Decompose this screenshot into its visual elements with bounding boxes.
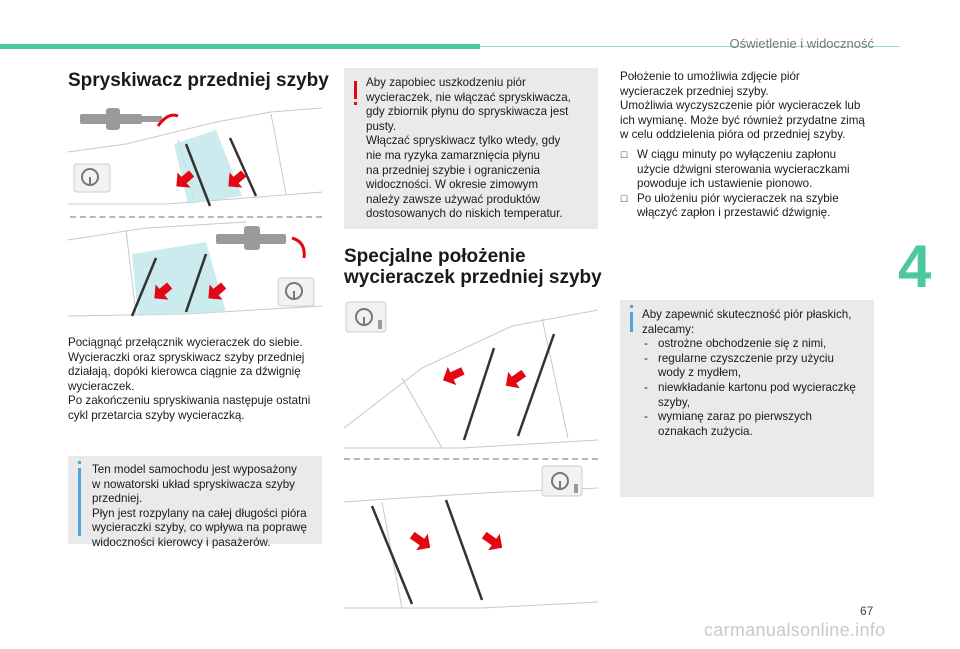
- steering-wheel-icon-2: [277, 277, 315, 307]
- recommendation-list: ostrożne obchodzenie się z nimi, regular…: [642, 337, 870, 439]
- illustration-separator: [70, 216, 322, 218]
- special-position-illustration-bottom: [343, 465, 598, 609]
- header-divider: [480, 46, 900, 47]
- steering-wheel-icon-3: [345, 301, 387, 333]
- step-item: Po ułożeniu piór wycieraczek na szybie w…: [620, 192, 884, 221]
- left-heading: Spryskiwacz przedniej szyby: [68, 70, 329, 91]
- info-icon-2: [630, 305, 633, 332]
- warning-box: Aby zapobiec uszkodzeniu piór wycieracze…: [344, 68, 598, 229]
- info-box-right: Aby zapewnić skuteczność piór płaskich, …: [620, 300, 874, 497]
- washer-illustration-top: [67, 107, 322, 207]
- left-paragraph: Pociągnąć przełącznik wycieraczek do sie…: [68, 336, 311, 422]
- right-paragraph: Położenie to umożliwia zdjęcie piór wyci…: [620, 70, 865, 142]
- watermark: carmanualsonline.info: [704, 620, 886, 640]
- steering-wheel-icon: [73, 163, 111, 193]
- middle-heading: Specjalne położenie wycieraczek przednie…: [344, 246, 602, 288]
- page-number: 67: [860, 604, 874, 618]
- steps-list: W ciągu minuty po wyłączeniu zapłonu uży…: [620, 148, 884, 221]
- info-icon: [78, 461, 81, 536]
- step-item: W ciągu minuty po wyłączeniu zapłonu uży…: [620, 148, 884, 192]
- header-accent-bar: [0, 44, 480, 49]
- special-position-illustration-top: [343, 301, 598, 449]
- chapter-number: 4: [898, 233, 932, 300]
- info-box-left: Ten model samochodu jest wyposażony w no…: [68, 456, 322, 549]
- steering-wheel-icon-4: [541, 465, 583, 497]
- warning-icon: [354, 81, 357, 105]
- washer-illustration-bottom: [67, 221, 322, 317]
- list-item: niewkładanie kartonu pod wycieraczkęszyb…: [642, 381, 870, 410]
- illustration-separator-2: [344, 458, 598, 460]
- section-title: Oświetlenie i widoczność: [729, 36, 874, 51]
- list-item: ostrożne obchodzenie się z nimi,: [642, 337, 870, 352]
